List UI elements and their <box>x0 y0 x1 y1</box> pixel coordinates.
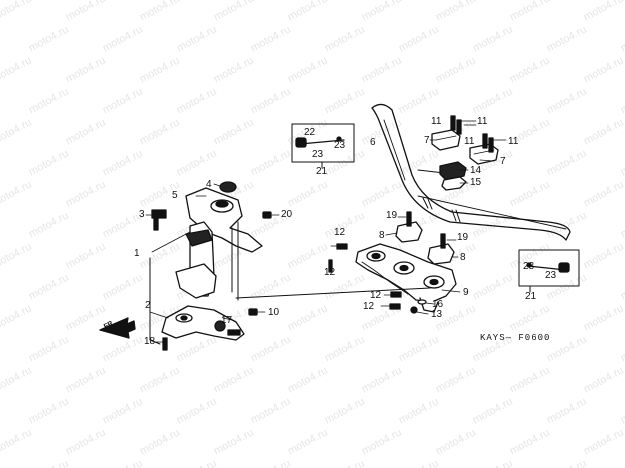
part-label-22: 22 <box>304 127 316 138</box>
upper-holders <box>429 115 507 191</box>
part-label-18: 18 <box>144 336 156 347</box>
part-label-23c: 23 <box>523 261 535 272</box>
callout-box-left <box>291 123 355 169</box>
part-label-23a: 23 <box>312 149 324 160</box>
part-label-4: 4 <box>206 179 212 190</box>
part-label-7b: 7 <box>500 156 506 167</box>
diagram-code: KAYS— F0600 <box>480 333 551 343</box>
part-label-19b: 19 <box>457 232 469 243</box>
callout-box-right <box>518 249 580 293</box>
part-label-21a: 21 <box>316 166 328 177</box>
part-label-3: 3 <box>139 209 145 220</box>
part-label-20: 20 <box>281 209 293 220</box>
part-label-2: 2 <box>145 300 151 311</box>
part-label-10: 10 <box>268 307 280 318</box>
part-label-5: 5 <box>172 190 178 201</box>
part-label-11b: 11 <box>477 116 488 127</box>
small-bolts <box>328 243 435 315</box>
part-label-12c: 12 <box>370 290 382 301</box>
part-label-12a: 12 <box>334 227 346 238</box>
part-label-11a: 11 <box>431 116 442 127</box>
part-label-23d: 23 <box>545 270 557 281</box>
front-direction-arrow <box>99 317 136 339</box>
part-label-15: 15 <box>470 177 482 188</box>
part-label-13: 13 <box>431 309 443 320</box>
part-label-23b: 23 <box>334 140 346 151</box>
part-label-11c: 11 <box>464 136 475 147</box>
part-label-19a: 19 <box>386 210 398 221</box>
top-bridge-part-9 <box>355 243 461 313</box>
steering-stem-assembly <box>145 181 431 351</box>
part-label-1: 1 <box>134 248 140 259</box>
part-label-14: 14 <box>470 165 482 176</box>
part-label-9: 9 <box>463 287 469 298</box>
lower-holders <box>385 211 459 265</box>
part-label-16: 16 <box>432 299 444 310</box>
part-label-12d: 12 <box>363 301 375 312</box>
part-label-7a: 7 <box>424 135 430 146</box>
part-label-11d: 11 <box>508 136 519 147</box>
part-label-17: 17 <box>221 315 233 326</box>
part-label-21b: 21 <box>525 291 537 302</box>
part-label-8b: 8 <box>460 252 466 263</box>
part-label-6: 6 <box>370 137 376 148</box>
part-label-12b: 12 <box>324 267 336 278</box>
part-label-8a: 8 <box>379 230 385 241</box>
